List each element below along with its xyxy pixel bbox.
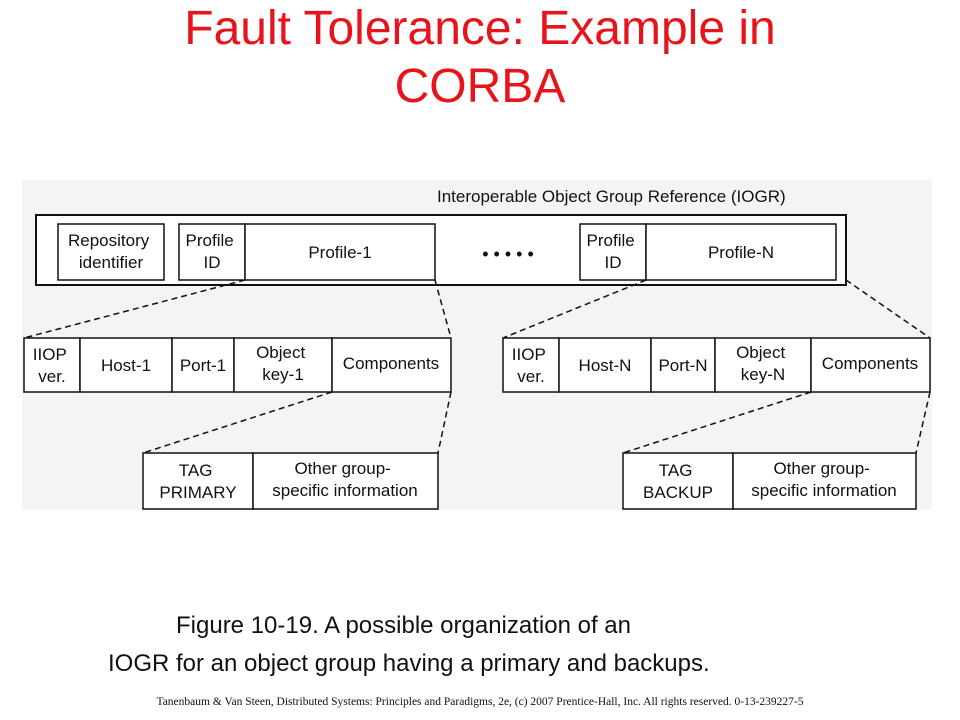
title-line-2: CORBA <box>394 60 566 113</box>
profile-n-label: Profile-N <box>708 243 774 262</box>
profile-1-label: Profile-1 <box>308 243 371 262</box>
profile-id-box-1 <box>178 223 246 281</box>
port-label: Port-N <box>658 356 707 375</box>
components-cell <box>810 337 931 393</box>
expand-line-components-1-right <box>437 391 452 454</box>
iogr-diagram: Interoperable Object Group Reference (IO… <box>22 180 932 510</box>
iiop-ver-cell <box>23 337 81 393</box>
profile-n-detail: IIOP ver. Host-N Port-N Object key-N Com… <box>502 337 931 393</box>
expand-line-profile-n-right <box>845 279 931 339</box>
profile-1-detail: IIOP ver. Host-1 Port-1 Object key-1 Com… <box>23 337 452 393</box>
expand-line-profile-1-left <box>23 279 246 339</box>
iiop-ver-label: IIOP ver. <box>33 345 71 386</box>
components-cell <box>331 337 452 393</box>
port-cell <box>171 337 235 393</box>
host-cell <box>558 337 652 393</box>
expand-line-profile-1-right <box>434 279 452 339</box>
iogr-label: Interoperable Object Group Reference (IO… <box>437 187 786 206</box>
other-info-label: Other group- specific information <box>272 459 418 500</box>
other-info-cell <box>252 452 439 510</box>
components-label: Components <box>822 354 918 373</box>
profile-id-label-n: Profile ID <box>587 231 640 272</box>
expand-line-components-n-left <box>622 391 812 454</box>
port-label: Port-1 <box>180 356 226 375</box>
expand-line-components-1-left <box>142 391 333 454</box>
figure-caption-line-1: Figure 10-19. A possible organization of… <box>176 612 631 639</box>
repository-identifier-box <box>57 223 165 281</box>
iiop-ver-cell <box>502 337 560 393</box>
object-key-label: Object key-N <box>736 343 790 384</box>
backup-tag-detail: TAG BACKUP Other group- specific informa… <box>622 452 917 510</box>
slide-title: Fault Tolerance: Example in CORBA <box>0 0 960 116</box>
copyright-credit: Tanenbaum & Van Steen, Distributed Syste… <box>156 696 804 708</box>
tag-cell <box>622 452 734 510</box>
profile-n-box <box>645 223 837 281</box>
repository-identifier-label: Repository identifier <box>68 231 154 272</box>
host-label: Host-1 <box>101 356 151 375</box>
profile-ellipsis: • • • • • <box>482 244 534 264</box>
components-label: Components <box>343 354 439 373</box>
profile-id-label-1: Profile ID <box>186 231 239 272</box>
expand-line-components-n-right <box>915 391 931 454</box>
profile-1-box <box>244 223 436 281</box>
object-key-label: Object key-1 <box>256 343 310 384</box>
primary-tag-detail: TAG PRIMARY Other group- specific inform… <box>142 452 439 510</box>
port-cell <box>650 337 716 393</box>
other-info-label: Other group- specific information <box>751 459 897 500</box>
iiop-ver-label: IIOP ver. <box>512 345 550 386</box>
host-label: Host-N <box>579 356 632 375</box>
object-key-cell <box>714 337 812 393</box>
other-info-cell <box>732 452 917 510</box>
tag-primary-label: TAG PRIMARY <box>159 461 236 502</box>
tag-cell <box>142 452 254 510</box>
expand-line-profile-n-left <box>502 279 647 339</box>
figure-caption-line-2: IOGR for an object group having a primar… <box>108 650 710 677</box>
title-line-1: Fault Tolerance: Example in <box>184 2 776 55</box>
tag-backup-label: TAG BACKUP <box>643 461 713 502</box>
